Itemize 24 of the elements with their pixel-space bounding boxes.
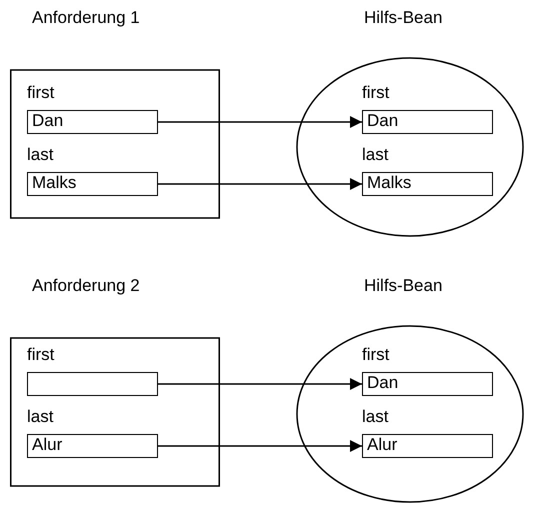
arrow (158, 116, 362, 128)
field-label: last (362, 145, 388, 165)
text-field: Malks (362, 172, 493, 196)
text-field: Alur (362, 434, 493, 458)
text-field: Dan (362, 372, 493, 396)
panel-heading: Hilfs-Bean (364, 8, 442, 28)
field-label: last (27, 145, 54, 165)
field-label: first (27, 345, 54, 365)
field-label: last (27, 407, 54, 427)
field-label: first (362, 345, 390, 365)
text-field: Alur (27, 434, 158, 458)
panel-heading: Hilfs-Bean (364, 276, 442, 296)
arrow (158, 378, 362, 390)
field-label: first (27, 83, 54, 103)
panel-heading: Anforderung 2 (32, 276, 140, 296)
arrow (158, 440, 362, 452)
arrow (158, 178, 362, 190)
text-field: Malks (27, 172, 158, 196)
text-field (27, 372, 158, 396)
field-label: first (362, 83, 390, 103)
text-field: Dan (362, 110, 493, 134)
field-label: last (362, 407, 388, 427)
panel-heading: Anforderung 1 (32, 8, 140, 28)
text-field: Dan (27, 110, 158, 134)
